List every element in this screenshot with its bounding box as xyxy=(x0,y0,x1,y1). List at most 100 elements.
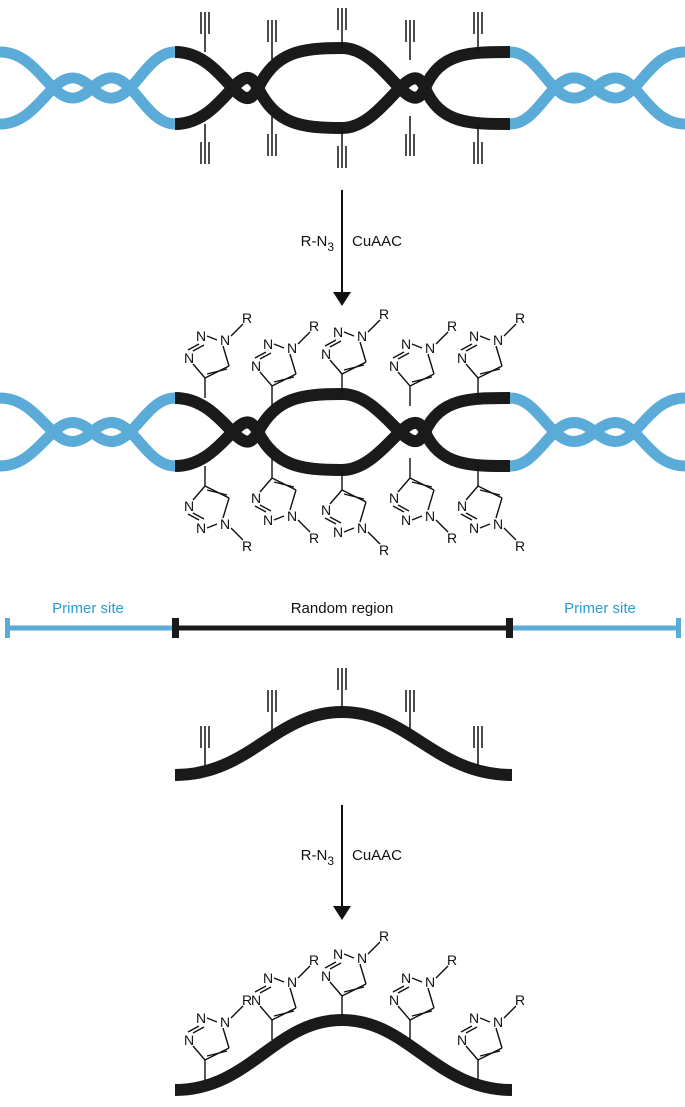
triazole-bond xyxy=(329,359,343,375)
triazole-double-bond xyxy=(329,340,342,348)
nitrogen-atom: N xyxy=(287,508,297,524)
nitrogen-atom: N xyxy=(251,490,261,506)
triazole-bond xyxy=(259,1005,273,1021)
nitrogen-atom: N xyxy=(457,498,467,514)
triazole-r-bond xyxy=(367,531,381,545)
triazole-bond xyxy=(359,341,367,363)
triazole-bond xyxy=(343,953,355,959)
alkyne-icon xyxy=(267,20,277,60)
triazole-double-bond xyxy=(465,344,478,352)
reagent-label: R-N3 xyxy=(301,233,335,254)
nitrogen-atom: N xyxy=(321,502,331,518)
left-primer-cap xyxy=(5,618,10,638)
triazole-r-bond xyxy=(297,519,311,533)
triazole-bond xyxy=(465,1045,479,1061)
triazole-double-bond xyxy=(465,512,478,520)
triazole-bond xyxy=(324,339,337,347)
nitrogen-atom: N xyxy=(469,328,479,344)
r-group-atom: R xyxy=(515,992,525,1008)
nitrogen-atom: N xyxy=(333,524,343,540)
triazole-bond xyxy=(192,485,206,501)
triazole-double-bond xyxy=(259,352,272,360)
reaction-arrow-2: R-N3 CuAAC xyxy=(301,805,402,920)
triazole-bond xyxy=(392,351,405,359)
triazole-bond xyxy=(324,961,337,969)
triazole-bond xyxy=(222,1027,230,1049)
triazole-bond xyxy=(206,523,218,529)
nitrogen-atom: N xyxy=(184,498,194,514)
nitrogen-atom: N xyxy=(263,970,273,986)
triazole-bond xyxy=(324,517,337,525)
triazole-bond xyxy=(465,363,479,379)
triazole-bond xyxy=(187,343,200,351)
r-group-atom: R xyxy=(242,310,252,326)
triazole-bond xyxy=(359,501,367,523)
nitrogen-atom: N xyxy=(333,946,343,962)
method-label: CuAAC xyxy=(352,233,402,250)
left-primer-strand xyxy=(0,46,176,130)
arrow-down-icon xyxy=(333,292,351,306)
triazole-bond xyxy=(192,1045,206,1061)
nitrogen-atom: N xyxy=(457,350,467,366)
triazole-bond xyxy=(427,489,435,511)
library-schematic: Primer site Random region Primer site xyxy=(5,600,681,638)
random-cap-right xyxy=(506,618,513,638)
right-primer-strand xyxy=(509,392,685,472)
alkyne-icon xyxy=(405,116,415,156)
triazole-bond xyxy=(187,513,200,521)
triazole-bond xyxy=(259,477,273,493)
triazole-r-bond xyxy=(297,331,311,345)
triazole-bond xyxy=(397,1005,411,1021)
r-group-atom: R xyxy=(515,310,525,326)
triazole-bond xyxy=(254,351,267,359)
nitrogen-atom: N xyxy=(220,1014,230,1030)
triazole-bond xyxy=(329,981,343,997)
triazole-double-bond xyxy=(343,364,365,371)
triazole-double-bond xyxy=(273,1010,295,1017)
nitrogen-atom: N xyxy=(425,508,435,524)
nitrogen-atom: N xyxy=(389,992,399,1008)
triazole-r-bond xyxy=(297,965,311,979)
alkyne-icon xyxy=(473,726,483,766)
triazole-double-bond xyxy=(479,368,501,375)
alkyne-icon xyxy=(267,690,277,730)
right-primer-label: Primer site xyxy=(564,600,636,617)
alkyne-icon xyxy=(337,668,347,708)
triazole-r-bond xyxy=(503,1005,517,1019)
nitrogen-atom: N xyxy=(251,992,261,1008)
r-group-atom: R xyxy=(447,952,457,968)
triazole-r-bond xyxy=(435,965,449,979)
alkyne-icon xyxy=(337,8,347,48)
alkyne-icon xyxy=(200,726,210,766)
triazole-double-bond xyxy=(259,986,272,994)
triazole-r-bond xyxy=(503,323,517,337)
triazole-bond xyxy=(460,513,473,521)
triazole-bond xyxy=(289,987,297,1009)
nitrogen-atom: N xyxy=(401,512,411,528)
nitrogen-atom: N xyxy=(251,358,261,374)
r-group-atom: R xyxy=(447,318,457,334)
triazole-double-bond xyxy=(397,986,410,994)
nitrogen-atom: N xyxy=(357,520,367,536)
triazole-bond xyxy=(495,1027,503,1049)
nitrogen-atom: N xyxy=(321,346,331,362)
triazole-bond xyxy=(411,343,423,349)
nitrogen-atom: N xyxy=(493,1014,503,1030)
triazole-r-bond xyxy=(230,1005,244,1019)
alkyne-icon xyxy=(473,12,483,52)
triazole-double-bond xyxy=(206,489,228,496)
r-group-atom: R xyxy=(379,928,389,944)
nitrogen-atom: N xyxy=(389,490,399,506)
triazole-bond xyxy=(273,343,285,349)
triazole-bond xyxy=(392,505,405,513)
nitrogen-atom: N xyxy=(220,516,230,532)
triazole-bond xyxy=(289,489,297,511)
